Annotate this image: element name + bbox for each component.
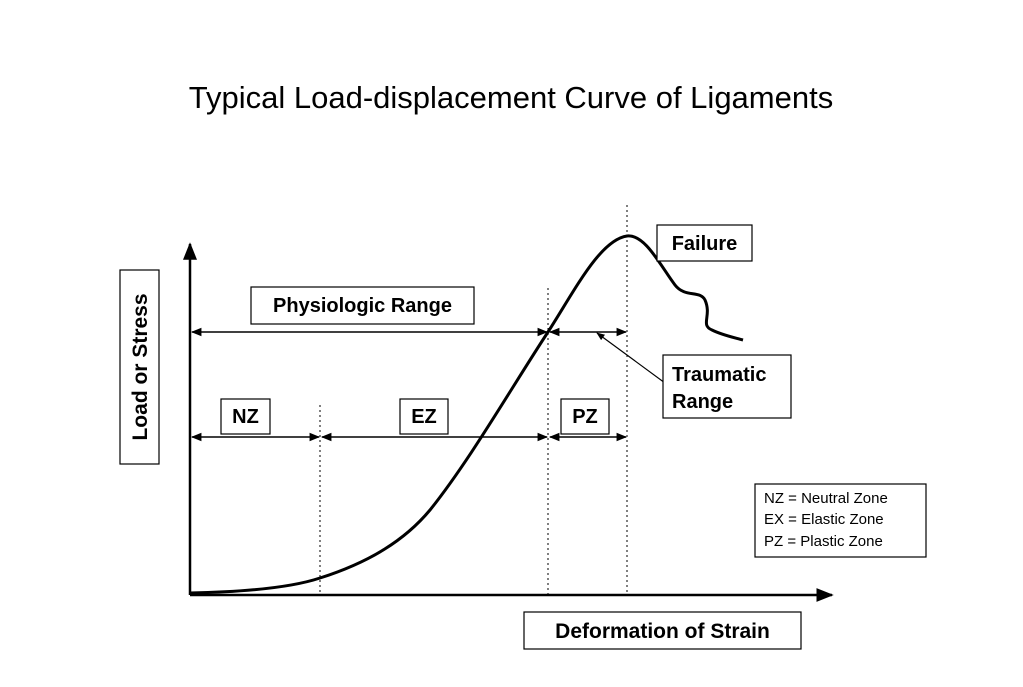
physiologic-range-label: Physiologic Range <box>273 295 452 317</box>
failure-label: Failure <box>672 233 738 255</box>
legend-box <box>754 483 927 558</box>
failure-box <box>656 224 753 262</box>
y-axis-label-box <box>119 269 160 465</box>
traumatic-range-box <box>662 354 792 419</box>
traumatic-range-pointer <box>596 332 666 384</box>
x-axis-label: Deformation of Strain <box>555 620 770 643</box>
traumatic-range-label-line2: Range <box>672 391 733 413</box>
y-axis-label: Load or Stress <box>129 293 152 440</box>
pz-box <box>560 398 610 435</box>
physiologic-range-box <box>250 286 475 325</box>
ez-label: EZ <box>411 406 437 428</box>
traumatic-range-label-line1: Traumatic <box>672 364 766 386</box>
load-displacement-curve <box>189 234 744 595</box>
legend-item-nz: NZ = Neutral Zone <box>764 490 888 507</box>
ez-box <box>399 398 449 435</box>
legend-item-ex: EX = Elastic Zone <box>764 511 884 528</box>
diagram-title: Typical Load-displacement Curve of Ligam… <box>189 80 833 115</box>
legend-item-pz: PZ = Plastic Zone <box>764 533 883 550</box>
pz-label: PZ <box>572 406 598 428</box>
nz-box <box>220 398 271 435</box>
nz-label: NZ <box>232 406 259 428</box>
x-axis-label-box <box>523 611 802 650</box>
